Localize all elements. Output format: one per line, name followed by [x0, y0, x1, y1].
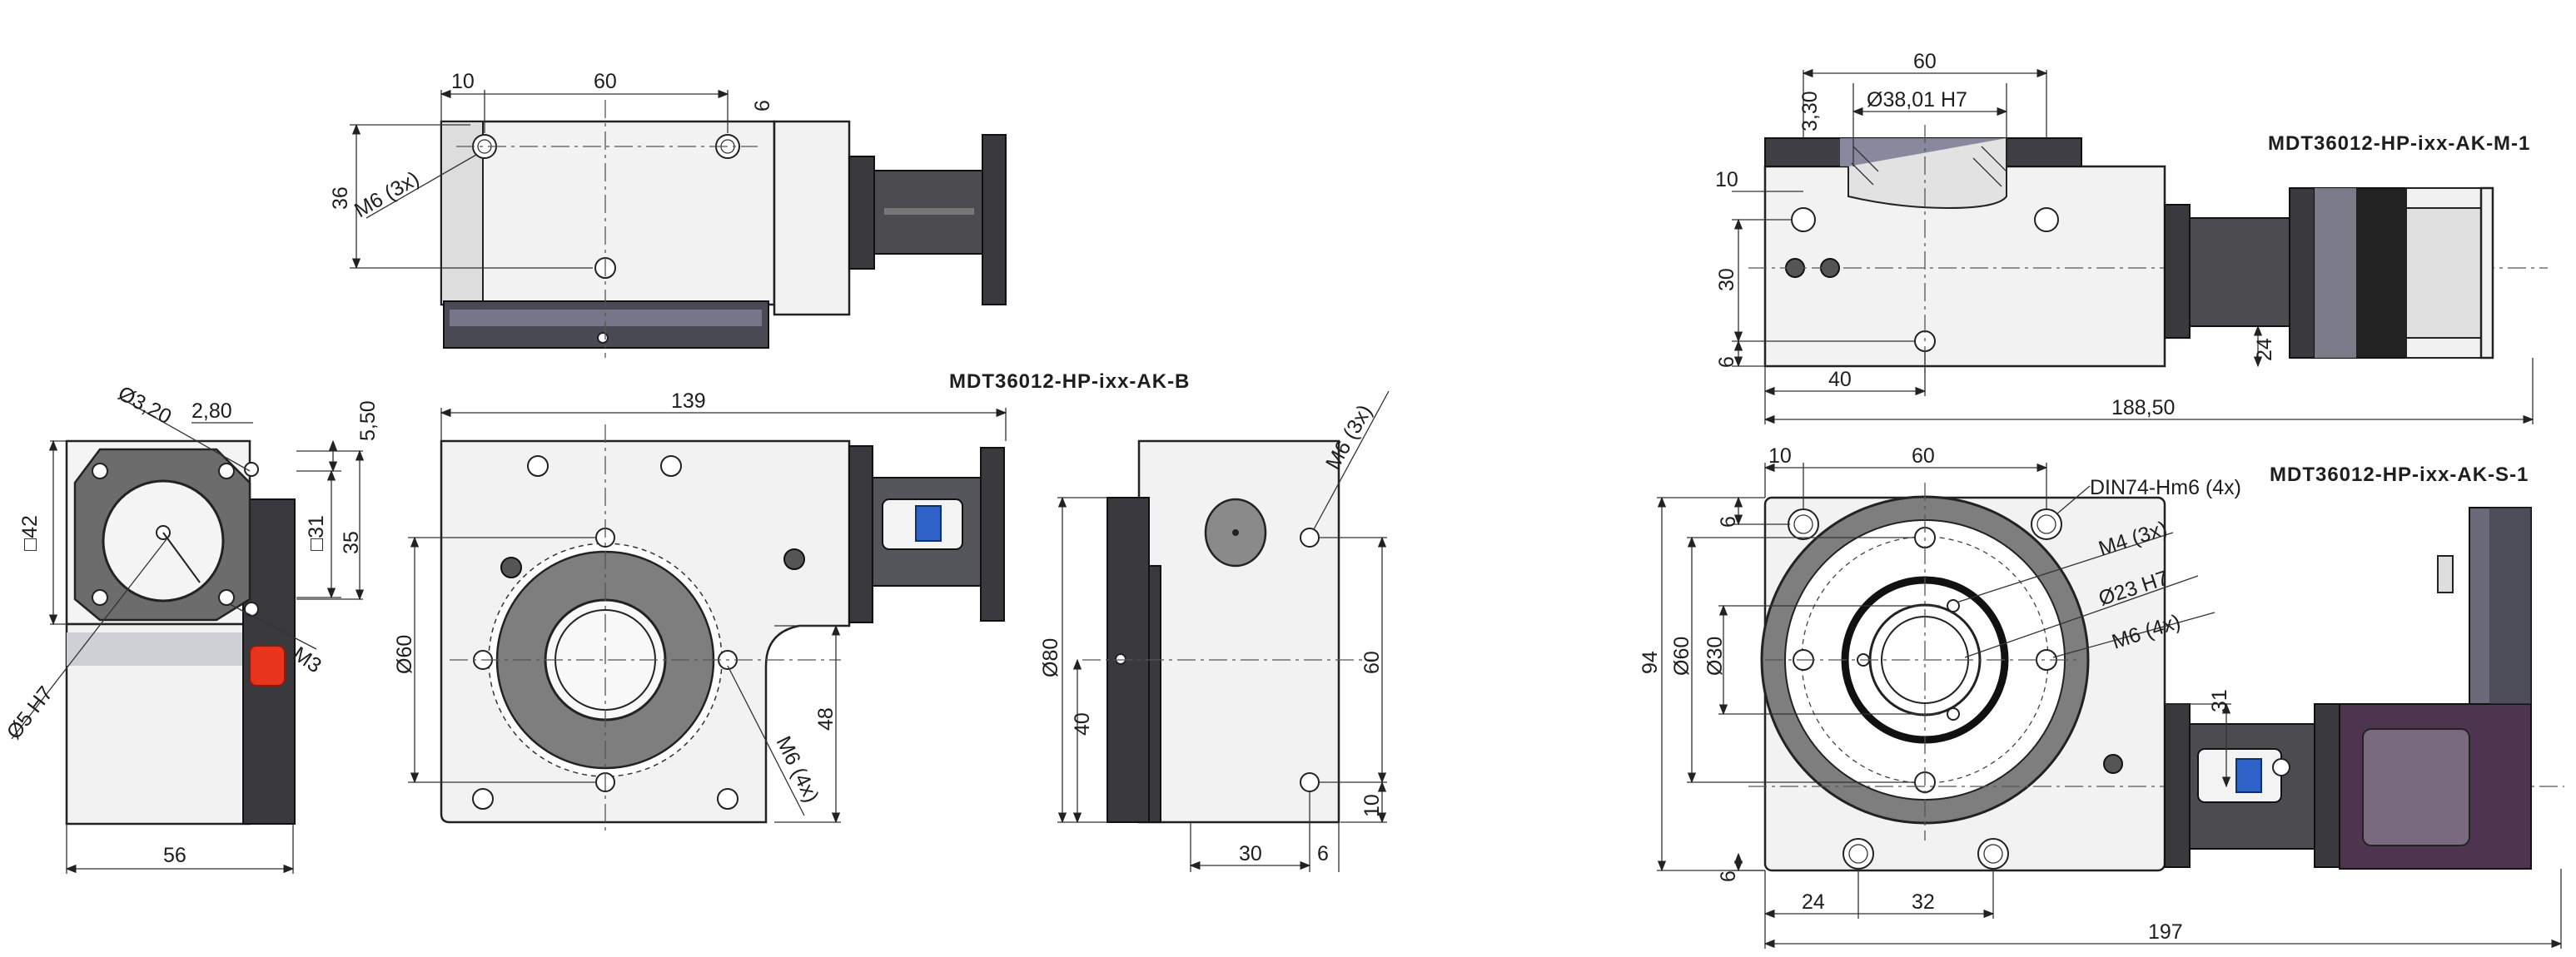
- dim-d320: Ø3,20: [114, 382, 175, 429]
- dim-40-end: 40: [1071, 712, 1094, 736]
- dim-40-rt: 40: [1828, 368, 1852, 391]
- dim-d80: Ø80: [1039, 638, 1062, 677]
- dim-d60: Ø60: [393, 635, 416, 674]
- dim-60-rt: 60: [1913, 50, 1937, 73]
- dim-d30-rf: Ø30: [1703, 637, 1727, 676]
- dim-sq42: □42: [18, 515, 42, 551]
- left-front-view: 139 Ø60 48 M6 (4x): [393, 389, 1007, 832]
- dim-d60-rf: Ø60: [1670, 637, 1693, 676]
- dim-35: 35: [340, 531, 363, 554]
- dim-24-rt: 24: [2253, 338, 2276, 361]
- servo-motor-icon-s1: [2339, 507, 2532, 870]
- dim-18850: 188,50: [2111, 396, 2175, 419]
- title-view-s1: MDT36012-HP-ixx-AK-S-1: [2270, 464, 2529, 486]
- thread-m6-4x: M6 (4x): [772, 732, 823, 806]
- coupling-icon: [848, 134, 1007, 305]
- connector-blue-icon-s1: [2235, 758, 2262, 793]
- dim-32-rf: 32: [1912, 890, 1935, 914]
- dim-330: 3,30: [1798, 91, 1822, 131]
- dim-56: 56: [163, 844, 186, 867]
- left-end-view: M6 (3x) Ø80 40 60 10 30 6: [1039, 390, 1390, 872]
- dim-d5h7: Ø5 H7: [2, 682, 58, 744]
- dim-60-end: 60: [1360, 651, 1384, 674]
- dim-sq31: □31: [305, 515, 328, 551]
- dim-94: 94: [1639, 651, 1662, 674]
- title-view-b: MDT36012-HP-ixx-AK-B: [949, 370, 1190, 393]
- dim-139: 139: [671, 389, 706, 413]
- dim-197: 197: [2148, 920, 2183, 944]
- dim-6-rf: 6: [1717, 516, 1740, 528]
- dim-24-rf: 24: [1802, 890, 1825, 914]
- right-top-view: 60 Ø38,01 H7 3,30 10 30 6 40 24 188,50: [1715, 50, 2548, 424]
- title-view-m1: MDT36012-HP-ixx-AK-M-1: [2268, 132, 2530, 155]
- din74-label: DIN74-Hm6 (4x): [2090, 476, 2241, 499]
- dim-6: 6: [751, 100, 774, 112]
- left-top-view: 10 60 6 36 M6 (3x): [329, 70, 1007, 358]
- dim-10-rt: 10: [1715, 168, 1738, 191]
- right-front-view: 10 60 DIN74-Hm6 (4x) M4 (3x) Ø23 H7 M6 (…: [1639, 444, 2564, 949]
- dim-30-end: 30: [1239, 842, 1262, 865]
- dim-48: 48: [814, 707, 838, 731]
- plug-red-icon: [249, 645, 286, 687]
- servo-motor-icon: [2314, 186, 2494, 359]
- dim-10: 10: [451, 70, 475, 93]
- dim-6-rt: 6: [1715, 356, 1738, 368]
- dim-10-rf: 10: [1768, 444, 1792, 468]
- dim-280: 2,80: [191, 399, 232, 423]
- dim-36: 36: [329, 186, 352, 210]
- dim-60-rf: 60: [1912, 444, 1935, 468]
- thread-m6-3x: M6 (3x): [351, 167, 423, 223]
- dim-60: 60: [594, 70, 617, 93]
- dim-550: 5,50: [356, 400, 380, 441]
- dim-31: 31: [2208, 689, 2231, 712]
- connector-blue-icon: [915, 505, 942, 542]
- dim-6-end: 6: [1317, 842, 1329, 865]
- left-side-view: Ø3,20 2,80 5,50 □42 □31 35 M3 Ø5 H7 56: [2, 382, 380, 874]
- dim-30-rt: 30: [1715, 268, 1738, 291]
- dim-d3801: Ø38,01 H7: [1867, 88, 1967, 112]
- thread-m6-3x-end: M6 (3x): [1321, 401, 1377, 474]
- dim-10-end: 10: [1360, 794, 1384, 817]
- dim-6b-rf: 6: [1717, 870, 1740, 882]
